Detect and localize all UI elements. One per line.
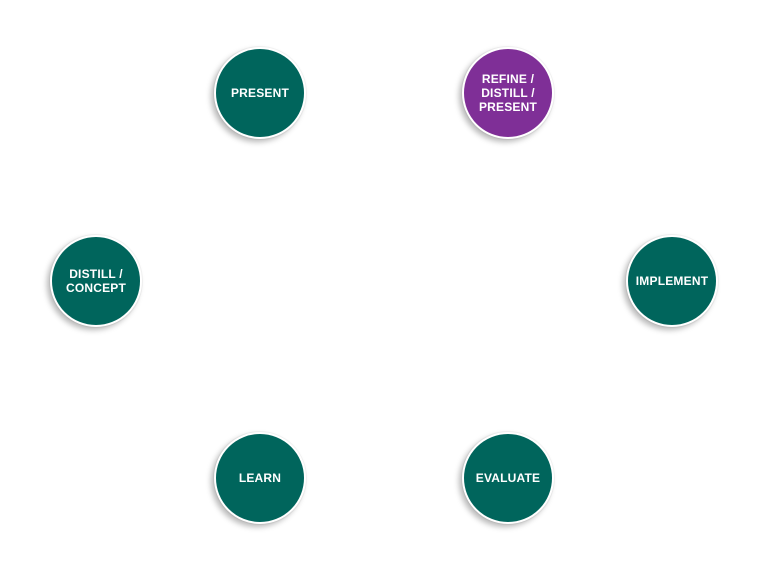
- node-refine-distill-present-label: REFINE / DISTILL / PRESENT: [478, 72, 538, 114]
- node-present-label: PRESENT: [230, 86, 290, 100]
- node-evaluate: EVALUATE: [462, 432, 554, 524]
- node-distill-concept: DISTILL / CONCEPT: [50, 235, 142, 327]
- node-refine-distill-present: REFINE / DISTILL / PRESENT: [462, 47, 554, 139]
- node-present: PRESENT: [214, 47, 306, 139]
- node-implement: IMPLEMENT: [626, 235, 718, 327]
- node-learn-label: LEARN: [238, 471, 282, 485]
- node-learn: LEARN: [214, 432, 306, 524]
- node-implement-label: IMPLEMENT: [635, 274, 709, 288]
- node-evaluate-label: EVALUATE: [475, 471, 541, 485]
- node-distill-concept-label: DISTILL / CONCEPT: [65, 267, 127, 295]
